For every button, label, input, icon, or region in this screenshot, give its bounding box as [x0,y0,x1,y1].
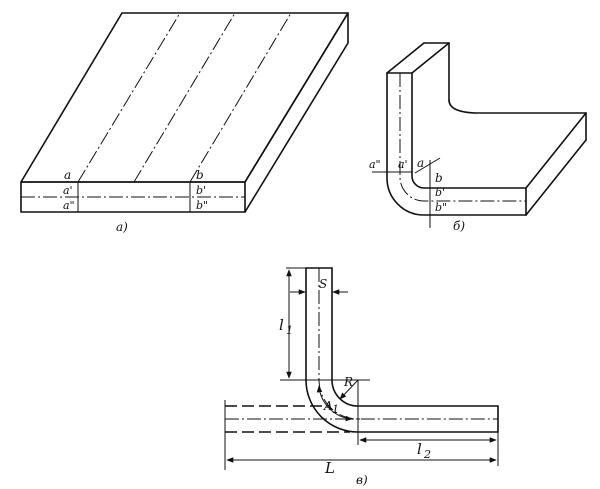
bent-plate-figure: a" a' a b b' b" б) [369,42,587,233]
plate-figure: a a' a" b b' b" а) [20,12,349,234]
plate-bend-line-2 [133,12,236,183]
label-b-double-prime: b" [196,199,208,212]
a1-arc [316,385,353,422]
label-b: b [196,168,204,182]
label-l2-sub: 2 [423,448,431,461]
plate-side-face [244,12,349,213]
section-figure: l 1 S R A 1 l 2 L в) [224,267,499,487]
label-b-prime: b' [196,184,206,197]
bent-outer-profile [386,72,527,216]
bent-inner-corner [448,99,476,114]
bent-section-diag [414,157,441,174]
bent-neutral-axis [399,73,526,202]
label-b: b [435,171,443,185]
bent-horizontal-far-top [525,112,587,189]
label-l1: l [279,316,284,334]
plate-bend-line-1 [77,12,181,183]
bent-horizontal-far-bottom [525,139,587,216]
section-inner-profile [331,267,499,407]
label-a-double-prime: a" [369,158,381,171]
caption-a: а) [116,220,128,234]
label-a: a [64,168,71,182]
label-a-double-prime: a" [63,199,75,212]
caption-b: б) [453,219,465,233]
label-l1-sub: 1 [286,324,293,337]
label-l2: l [417,440,422,458]
label-a-prime: a' [63,184,73,197]
label-s: S [319,277,327,291]
caption-c: в) [356,473,368,487]
label-l: L [324,459,335,477]
bent-inner-profile [411,72,527,189]
label-a: a [417,156,424,170]
label-b-prime: b' [435,186,445,199]
plate-bend-line-3 [189,12,292,183]
section-neutral-axis [318,268,498,420]
label-a1-sub: 1 [332,403,339,416]
label-r: R [343,375,353,389]
bent-vertical-back-top-2 [411,42,450,74]
label-b-double-prime: b" [435,201,447,214]
label-a-prime: a' [398,158,408,171]
bent-vertical-back-top [386,42,425,74]
label-a1: A [323,399,333,413]
